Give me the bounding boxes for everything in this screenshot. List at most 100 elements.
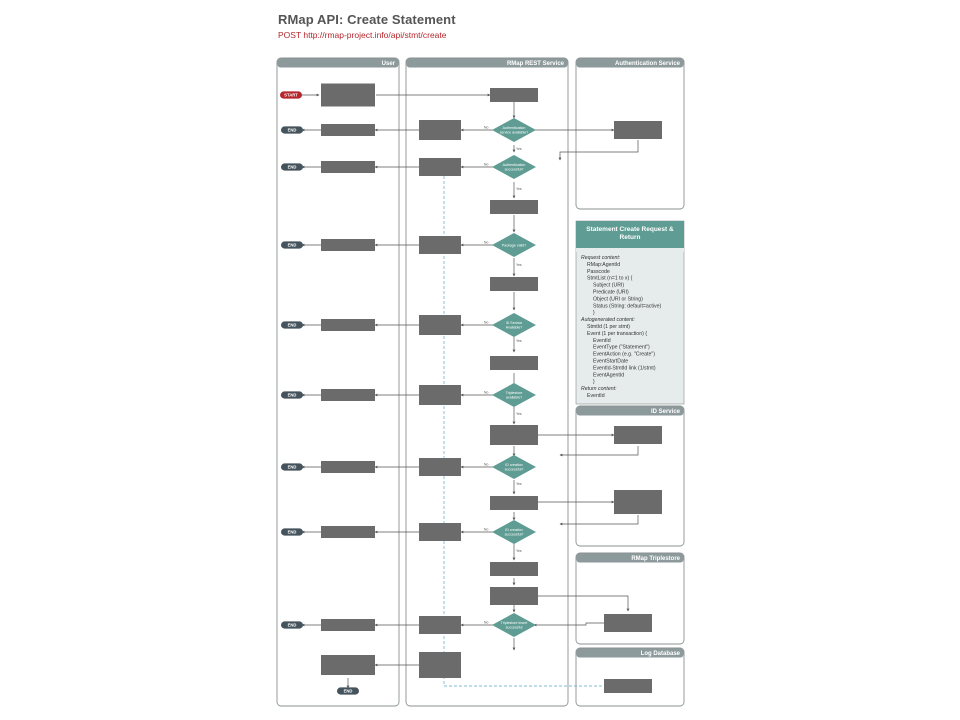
process-r-init-id (490, 277, 538, 291)
no-label: No (484, 163, 488, 167)
swimlane-user: User (276, 57, 400, 707)
decision-d-pkg-valid (492, 233, 536, 257)
decision-d-id-created (492, 455, 536, 479)
end-terminal: END (281, 391, 303, 399)
triplestore-arrow (538, 595, 630, 612)
decision-d-auth-success (492, 155, 536, 179)
note-line: Autogenerated content: (580, 317, 635, 323)
end-terminal-label: END (288, 165, 297, 170)
decision-d-ts-success (492, 613, 536, 637)
swimlane-rest: RMap REST Service (405, 57, 569, 707)
end-terminal-final: END (337, 687, 359, 695)
end-terminal-label: END (288, 323, 297, 328)
no-label: No (484, 391, 488, 395)
yes-label: Yes (516, 147, 522, 151)
process-r-assign (490, 562, 538, 576)
note-line: EventAction (e.g. "Create") (593, 352, 655, 358)
log-dashed-line (443, 176, 612, 687)
end-terminal-label: END (288, 393, 297, 398)
process-r-init-event (490, 425, 538, 445)
note-line: Object (URI or String) (593, 296, 643, 302)
no-label: No (484, 321, 488, 325)
note-line: } (593, 379, 595, 385)
end-terminal: END (281, 163, 303, 171)
process-r-pkg-problems (419, 236, 461, 254)
swimlane-triplestore: RMap Triplestore (575, 552, 685, 645)
process-u-submit (321, 83, 375, 107)
no-label: No (484, 528, 488, 532)
stmtid-return-arrow (559, 515, 639, 526)
note-line: Return content: (581, 386, 617, 392)
process-r-unavail1 (419, 120, 461, 140)
swimlane-title: RMap REST Service (507, 61, 565, 67)
process-id-event (614, 426, 662, 444)
id-return-arrow (559, 446, 639, 457)
start-terminal: START (280, 91, 302, 99)
process-r-unavail3 (419, 385, 461, 405)
note-line: Event (1 per transaction) { (587, 331, 647, 337)
yes-label: Yes (516, 187, 522, 191)
process-u-fail2 (321, 319, 375, 331)
note-line: StmtList (n=1 to x) { (587, 276, 633, 282)
note-line: } (593, 310, 595, 316)
process-r-init-auth (490, 88, 538, 102)
process-r-syserr2 (419, 523, 461, 541)
end-terminal-label: END (288, 465, 297, 470)
end-terminal: END (281, 621, 303, 629)
process-u-fail5 (321, 526, 375, 538)
request-return-note: Statement Create Request &ReturnRequest … (575, 220, 685, 405)
triplestore-return-arrow (533, 622, 612, 627)
diagram-subtitle: POST http://rmap-project.info/api/stmt/c… (278, 30, 447, 40)
swimlane-title: RMap Triplestore (631, 556, 680, 562)
yes-label: Yes (516, 412, 522, 416)
process-u-fail4 (321, 461, 375, 473)
note-line: Status (String: default=active) (593, 303, 661, 309)
process-log-record (604, 679, 652, 693)
note-line: Passcode (587, 269, 610, 275)
process-r-syserr3 (419, 616, 461, 634)
end-terminal: END (281, 321, 303, 329)
end-terminal: END (281, 528, 303, 536)
auth-result-arrow (558, 140, 639, 161)
decision-d-id-avail (492, 313, 536, 337)
swimlane-title: ID Service (651, 409, 681, 415)
yes-label: Yes (516, 263, 522, 267)
process-r-unavail2 (419, 315, 461, 335)
end-terminal: END (281, 126, 303, 134)
process-a-check (614, 121, 662, 139)
no-label: No (484, 126, 488, 130)
process-u-fail6 (321, 619, 375, 631)
process-u-authfail (321, 161, 375, 173)
swimlane-logdb: Log Database (575, 647, 685, 707)
process-u-format (321, 239, 375, 251)
yes-label: Yes (516, 549, 522, 553)
process-r-syserr1 (419, 458, 461, 476)
process-r-form (490, 587, 538, 605)
swimlane-title: Log Database (641, 651, 681, 657)
process-r-link (490, 496, 538, 510)
no-label: No (484, 463, 488, 467)
process-id-stmt (614, 490, 662, 514)
end-terminal: END (281, 241, 303, 249)
swimlane-title: User (382, 61, 396, 67)
process-r-invalid-login (419, 158, 461, 176)
note-line: RMap:AgentId (587, 262, 620, 268)
note-line: Predicate (URI) (593, 290, 629, 296)
yes-label: Yes (516, 482, 522, 486)
no-label: No (484, 241, 488, 245)
diagram-title: RMap API: Create Statement (278, 12, 456, 27)
start-terminal-label: START (284, 93, 298, 98)
end-terminal-label: END (288, 243, 297, 248)
end-terminal: END (281, 463, 303, 471)
process-r-validate (490, 200, 538, 214)
note-title: Statement Create Request &Return (586, 226, 674, 241)
note-line: EventAgentId (593, 372, 624, 378)
note-line: Subject (URI) (593, 283, 624, 289)
